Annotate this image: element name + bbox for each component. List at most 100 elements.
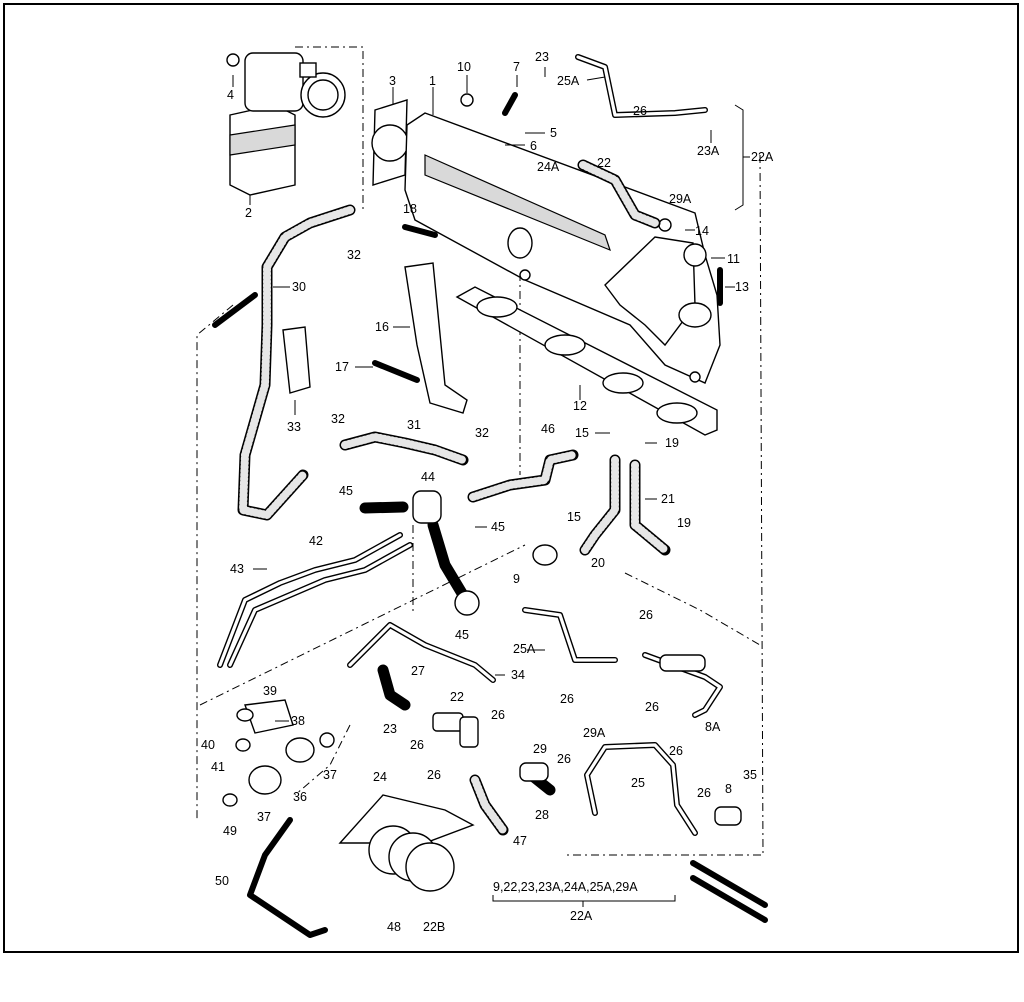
- label-35: 37: [257, 810, 271, 824]
- label-8: 8: [725, 782, 732, 796]
- label-29a-low: 29A: [583, 726, 606, 740]
- hoses-lower: [347, 622, 723, 836]
- diagram-frame: 1 2 3 4 5 6 7 10 23 25A 26 22 24A 29A 23…: [3, 3, 1019, 953]
- label-26-low2: 26: [491, 708, 505, 722]
- label-26-r1: 26: [639, 608, 653, 622]
- label-29: 29: [533, 742, 547, 756]
- valve-8a: [519, 654, 742, 826]
- label-36: 36: [293, 790, 307, 804]
- label-45-low: 45: [455, 628, 469, 642]
- label-5: 5: [550, 126, 557, 140]
- label-21: 21: [661, 492, 675, 506]
- dash-outline-top: [295, 46, 364, 213]
- label-16: 16: [375, 320, 389, 334]
- label-24a: 24A: [537, 160, 560, 174]
- label-31: 31: [407, 418, 421, 432]
- label-13: 13: [735, 280, 749, 294]
- label-24: 28: [535, 808, 549, 822]
- bracket-16: [404, 262, 468, 414]
- label-45-top: 45: [339, 484, 353, 498]
- label-22a-right: 22A: [751, 150, 774, 164]
- label-3: 3: [389, 74, 396, 88]
- label-12: 12: [573, 399, 587, 413]
- label-23a: 23A: [697, 144, 720, 158]
- label-40: 40: [201, 738, 215, 752]
- label-25a-top: 25A: [557, 74, 580, 88]
- part-22b: [690, 860, 768, 923]
- hoses-center: [359, 449, 579, 616]
- label-50: 48: [387, 920, 401, 934]
- label-26-low4: 26: [557, 752, 571, 766]
- label-10: 10: [457, 60, 471, 74]
- label-49: 24: [373, 770, 387, 784]
- label-39: 39: [263, 684, 277, 698]
- label-26-top: 26: [633, 104, 647, 118]
- label-6: 6: [530, 139, 537, 153]
- label-32-left: 32: [331, 412, 345, 426]
- label-33: 33: [287, 420, 301, 434]
- label-1: 1: [429, 74, 436, 88]
- canister-48-49: [338, 794, 475, 892]
- label-38: 38: [291, 714, 305, 728]
- label-8a: 8A: [705, 720, 721, 734]
- label-17: 17: [335, 360, 349, 374]
- label-15-mid: 15: [567, 510, 581, 524]
- label-29a-top: 29A: [669, 192, 692, 206]
- hose-30-31: [212, 204, 469, 521]
- label-34: 34: [511, 668, 525, 682]
- label-15-top: 15: [575, 426, 589, 440]
- label-37-l: 49: [223, 824, 237, 838]
- dash-outline-right: [565, 154, 764, 856]
- label-43: 43: [230, 562, 244, 576]
- hose-25a: [522, 54, 708, 663]
- label-2: 2: [245, 206, 252, 220]
- label-42: 42: [309, 534, 323, 548]
- label-48: 22B: [423, 920, 445, 934]
- dash-outline-diag: [199, 544, 526, 706]
- label-25a-low: 25A: [513, 642, 536, 656]
- label-25: 25: [631, 776, 645, 790]
- label-45-mid: 45: [491, 520, 505, 534]
- label-18: 18: [403, 202, 417, 216]
- throttle-body: [226, 52, 346, 196]
- group-brace: [492, 895, 676, 907]
- label-26-r4: 26: [669, 744, 683, 758]
- label-26-r5: 26: [697, 786, 711, 800]
- label-32-right: 32: [475, 426, 489, 440]
- label-11: 11: [727, 252, 740, 266]
- valve-22: [432, 712, 479, 748]
- label-44: 44: [421, 470, 435, 484]
- exploded-parts-diagram: 1 2 3 4 5 6 7 10 23 25A 26 22 24A 29A 23…: [196, 46, 774, 938]
- label-19-top: 19: [665, 436, 679, 450]
- label-46: 46: [541, 422, 555, 436]
- label-23-low: 23: [383, 722, 397, 736]
- label-27: 27: [411, 664, 425, 678]
- label-23-top: 23: [535, 50, 549, 64]
- label-41: 41: [211, 760, 225, 774]
- part-labels: 1 2 3 4 5 6 7 10 23 25A 26 22 24A 29A 23…: [201, 50, 774, 934]
- label-32-top: 32: [347, 248, 361, 262]
- label-14: 14: [695, 224, 709, 238]
- rod-47: [247, 817, 328, 938]
- label-4: 4: [227, 88, 234, 102]
- label-37-r: 37: [323, 768, 337, 782]
- hose-25: [584, 742, 698, 836]
- dash-outline-diag2: [294, 724, 351, 796]
- group-caption-ref: 22A: [570, 909, 593, 923]
- label-19-mid: 19: [677, 516, 691, 530]
- label-47: 50: [215, 874, 229, 888]
- label-26-r6: 35: [743, 768, 757, 782]
- dash-outline-mid: [624, 572, 761, 646]
- right-brace-22a: [734, 104, 750, 211]
- label-26-low1: 26: [410, 738, 424, 752]
- label-22-top: 22: [597, 156, 611, 170]
- small-components: [222, 699, 335, 807]
- label-20: 20: [591, 556, 605, 570]
- hoses-20-21: [532, 454, 671, 566]
- leader-lines: [232, 67, 735, 722]
- bolts: [372, 92, 723, 383]
- label-22-low: 22: [450, 690, 464, 704]
- label-7: 7: [513, 60, 520, 74]
- label-28: 47: [513, 834, 527, 848]
- label-26-low3: 26: [427, 768, 441, 782]
